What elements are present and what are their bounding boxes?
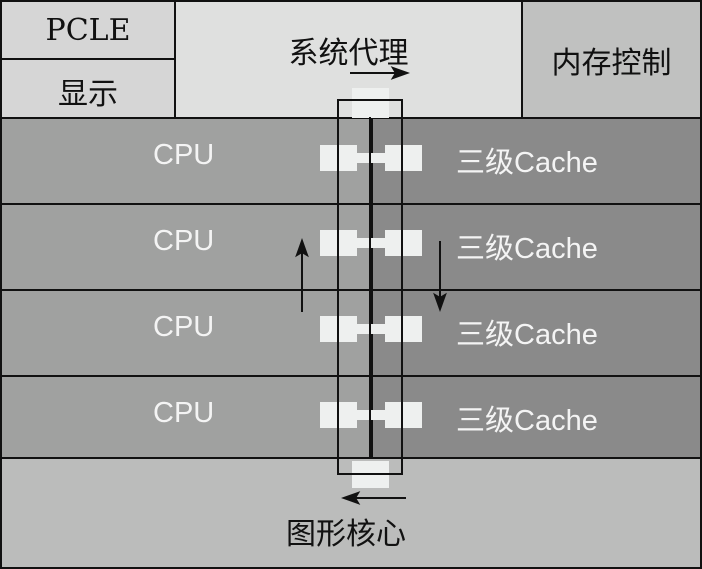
cpu-label: CPU — [153, 139, 215, 171]
cache-label: 三级Cache — [456, 147, 598, 179]
graphics-label: 图形核心 — [286, 517, 406, 552]
cpu-block — [0, 117, 371, 205]
cache-label: 三级Cache — [456, 319, 598, 351]
core-row-4: CPU 三级Cache — [0, 375, 702, 463]
pcie-block: PCLE — [0, 0, 176, 60]
cpu-block — [0, 375, 371, 463]
cpu-label: CPU — [153, 397, 215, 429]
cpu-block — [0, 289, 371, 377]
display-label: 显示 — [58, 77, 118, 112]
core-row-1: CPU 三级Cache — [0, 117, 702, 205]
cpu-label: CPU — [153, 225, 215, 257]
ring-stop-top — [352, 88, 389, 118]
memory-controller-block: 内存控制 — [521, 0, 702, 119]
cache-block — [371, 375, 702, 463]
graphics-block: 图形核心 — [0, 457, 702, 569]
system-agent-label: 系统代理 — [288, 36, 409, 71]
cache-block — [371, 289, 702, 377]
ring-bus — [337, 99, 403, 475]
core-row-3: CPU 三级Cache — [0, 289, 702, 377]
cache-label: 三级Cache — [456, 233, 598, 265]
cache-label: 三级Cache — [456, 405, 598, 437]
cpu-block — [0, 203, 371, 291]
core-row-2: CPU 三级Cache — [0, 203, 702, 291]
memory-controller-label: 内存控制 — [551, 46, 672, 81]
cache-block — [371, 203, 702, 291]
pcie-label: PCLE — [45, 13, 131, 48]
cpu-label: CPU — [153, 311, 215, 343]
